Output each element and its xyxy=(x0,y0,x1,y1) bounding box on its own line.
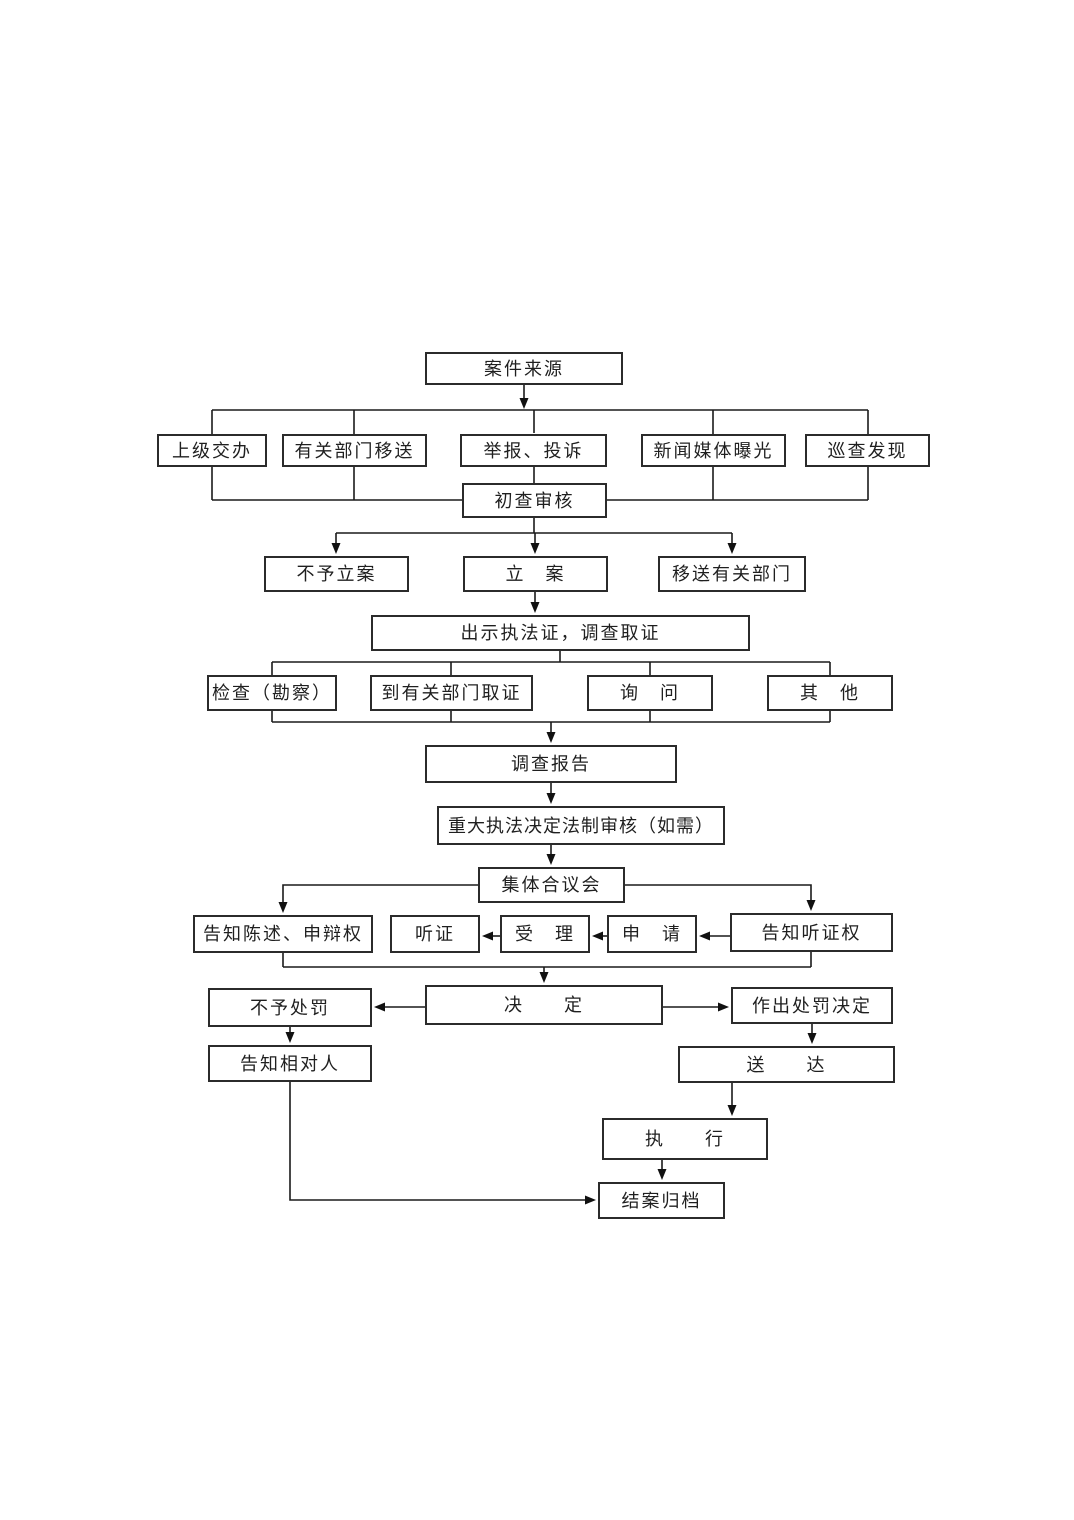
node-inform-party: 告知相对人 xyxy=(208,1045,372,1082)
node-patrol-discovery: 巡查发现 xyxy=(805,434,930,467)
node-execute: 执 行 xyxy=(602,1118,768,1160)
node-apply: 申 请 xyxy=(607,915,697,953)
node-transfer-out: 移送有关部门 xyxy=(658,556,806,592)
node-show-license: 出示执法证，调查取证 xyxy=(371,615,750,651)
node-hearing: 听证 xyxy=(390,915,480,953)
node-accept: 受 理 xyxy=(500,915,590,953)
node-filing: 立 案 xyxy=(463,556,608,592)
node-close-file: 结案归档 xyxy=(598,1182,725,1219)
node-no-filing: 不予立案 xyxy=(264,556,409,592)
node-other: 其 他 xyxy=(767,675,893,711)
node-collective-meeting: 集体合议会 xyxy=(478,867,625,903)
node-inform-defense: 告知陈述、申辩权 xyxy=(193,915,373,953)
node-investigation-report: 调查报告 xyxy=(425,745,677,783)
node-superior-assignment: 上级交办 xyxy=(157,434,267,467)
node-legal-review: 重大执法决定法制审核（如需） xyxy=(437,806,725,845)
node-serve: 送 达 xyxy=(678,1046,895,1083)
node-penalty-decision: 作出处罚决定 xyxy=(731,987,893,1024)
node-media-exposure: 新闻媒体曝光 xyxy=(641,434,786,467)
node-inquiry: 询 问 xyxy=(587,675,713,711)
node-inform-hearing: 告知听证权 xyxy=(730,913,893,952)
node-case-source: 案件来源 xyxy=(425,352,623,385)
node-dept-evidence: 到有关部门取证 xyxy=(370,675,533,711)
node-decision: 决 定 xyxy=(425,985,663,1025)
node-inspection: 检查（勘察） xyxy=(207,675,337,711)
node-report-complaint: 举报、投诉 xyxy=(460,434,607,467)
node-no-penalty: 不予处罚 xyxy=(208,988,372,1027)
node-initial-review: 初查审核 xyxy=(462,483,607,518)
node-department-transfer: 有关部门移送 xyxy=(282,434,427,467)
